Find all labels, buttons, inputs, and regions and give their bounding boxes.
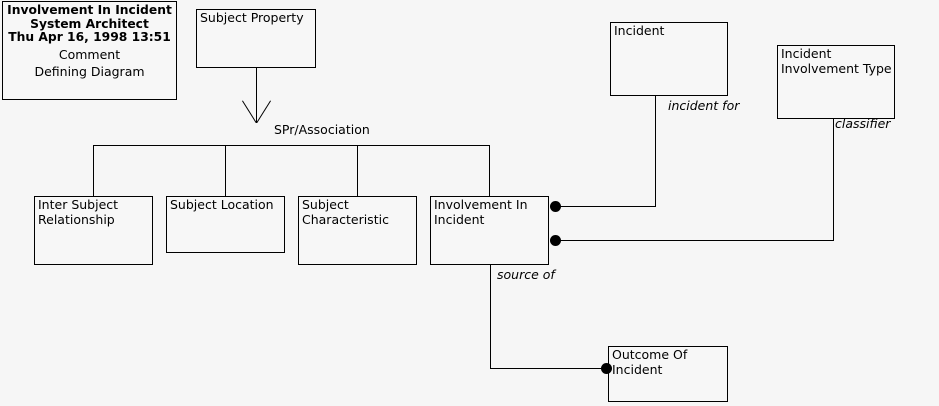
connector-drop-subject-characteristic [357,145,358,196]
class-box-subject-location[interactable]: Subject Location [166,196,285,253]
association-end-dot-incident [550,201,561,212]
class-box-subject-characteristic[interactable]: Subject Characteristic [298,196,417,265]
title-line-subject: Involvement In Incident [7,3,172,17]
class-name-subject-characteristic: Subject Characteristic [302,197,389,227]
generalization-triangle-icon [242,123,270,145]
connector-drop-inter-subject-relationship [93,145,94,196]
role-label-incident-for: incident for [668,98,740,113]
connector-subject-property-to-triangle [256,68,257,123]
connector-incident-for-horizontal [552,206,656,207]
association-end-dot-classifier [550,235,561,246]
class-box-incident-involvement-type[interactable]: Incident Involvement Type [777,45,895,119]
connector-drop-subject-location [225,145,226,196]
class-name-incident: Incident [614,23,665,38]
connector-classifier-vertical [833,119,834,241]
title-comment-block: Involvement In Incident System Architect… [2,1,177,100]
role-label-classifier: classifier [835,116,891,131]
comment-separator: Comment [3,46,176,63]
class-box-involvement-in-incident[interactable]: Involvement In Incident [430,196,549,265]
class-name-outcome-of-incident: Outcome Of Incident [612,347,688,377]
class-box-subject-property[interactable]: Subject Property [196,9,316,68]
class-name-subject-property: Subject Property [200,10,304,25]
connector-source-of-horizontal [490,368,608,369]
defining-diagram-label: Defining Diagram [34,63,145,79]
connector-incident-for-vertical [655,96,656,207]
generalization-label: SPr/Association [274,122,370,137]
connector-classifier-horizontal [552,240,834,241]
class-name-incident-involvement-type: Incident Involvement Type [781,46,892,76]
class-name-subject-location: Subject Location [170,197,274,212]
title-line-timestamp: Thu Apr 16, 1998 13:51 [8,30,171,45]
connector-source-of-vertical [490,265,491,369]
class-box-inter-subject-relationship[interactable]: Inter Subject Relationship [34,196,153,265]
class-name-involvement-in-incident: Involvement In Incident [434,197,528,227]
comment-label: Comment [3,46,176,62]
class-name-inter-subject-relationship: Inter Subject Relationship [38,197,119,227]
class-box-incident[interactable]: Incident [610,22,728,96]
connector-drop-involvement-in-incident [489,145,490,196]
connector-generalization-bus [93,145,489,146]
class-box-outcome-of-incident[interactable]: Outcome Of Incident [608,346,728,402]
title-line-tool: System Architect [30,16,149,31]
association-end-dot-outcome [601,363,612,374]
role-label-source-of: source of [497,267,555,282]
